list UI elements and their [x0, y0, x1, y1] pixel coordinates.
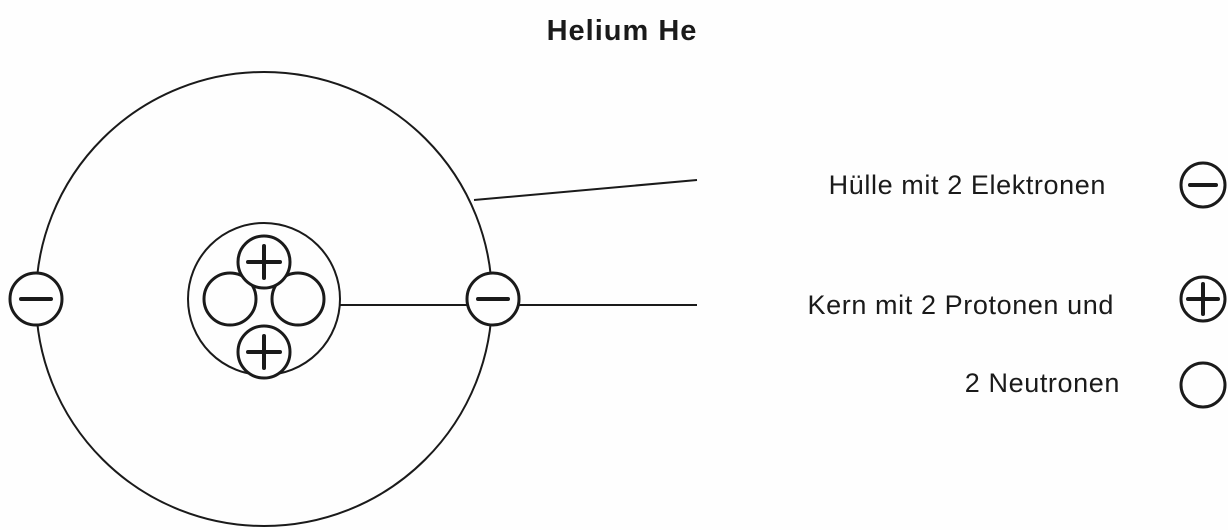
electron-shell: [35, 71, 493, 527]
shell-label: Hülle mit 2 Elektronen: [829, 170, 1106, 200]
electron-right: [465, 271, 521, 327]
diagram-title: Helium He: [547, 15, 698, 47]
nucleus-label: Kern mit 2 Protonen und: [808, 290, 1114, 320]
proton-legend-icon: [1179, 275, 1227, 323]
electron-left: [8, 271, 64, 327]
shell-leader-line: [473, 179, 698, 201]
electron-legend-icon: [1179, 161, 1227, 209]
proton-bottom: [236, 324, 292, 380]
neutron-legend-icon: [1179, 361, 1227, 409]
proton-top: [236, 234, 292, 290]
neutron-left: [202, 271, 258, 327]
neutrons-label: 2 Neutronen: [965, 368, 1120, 398]
neutron-right: [270, 271, 326, 327]
